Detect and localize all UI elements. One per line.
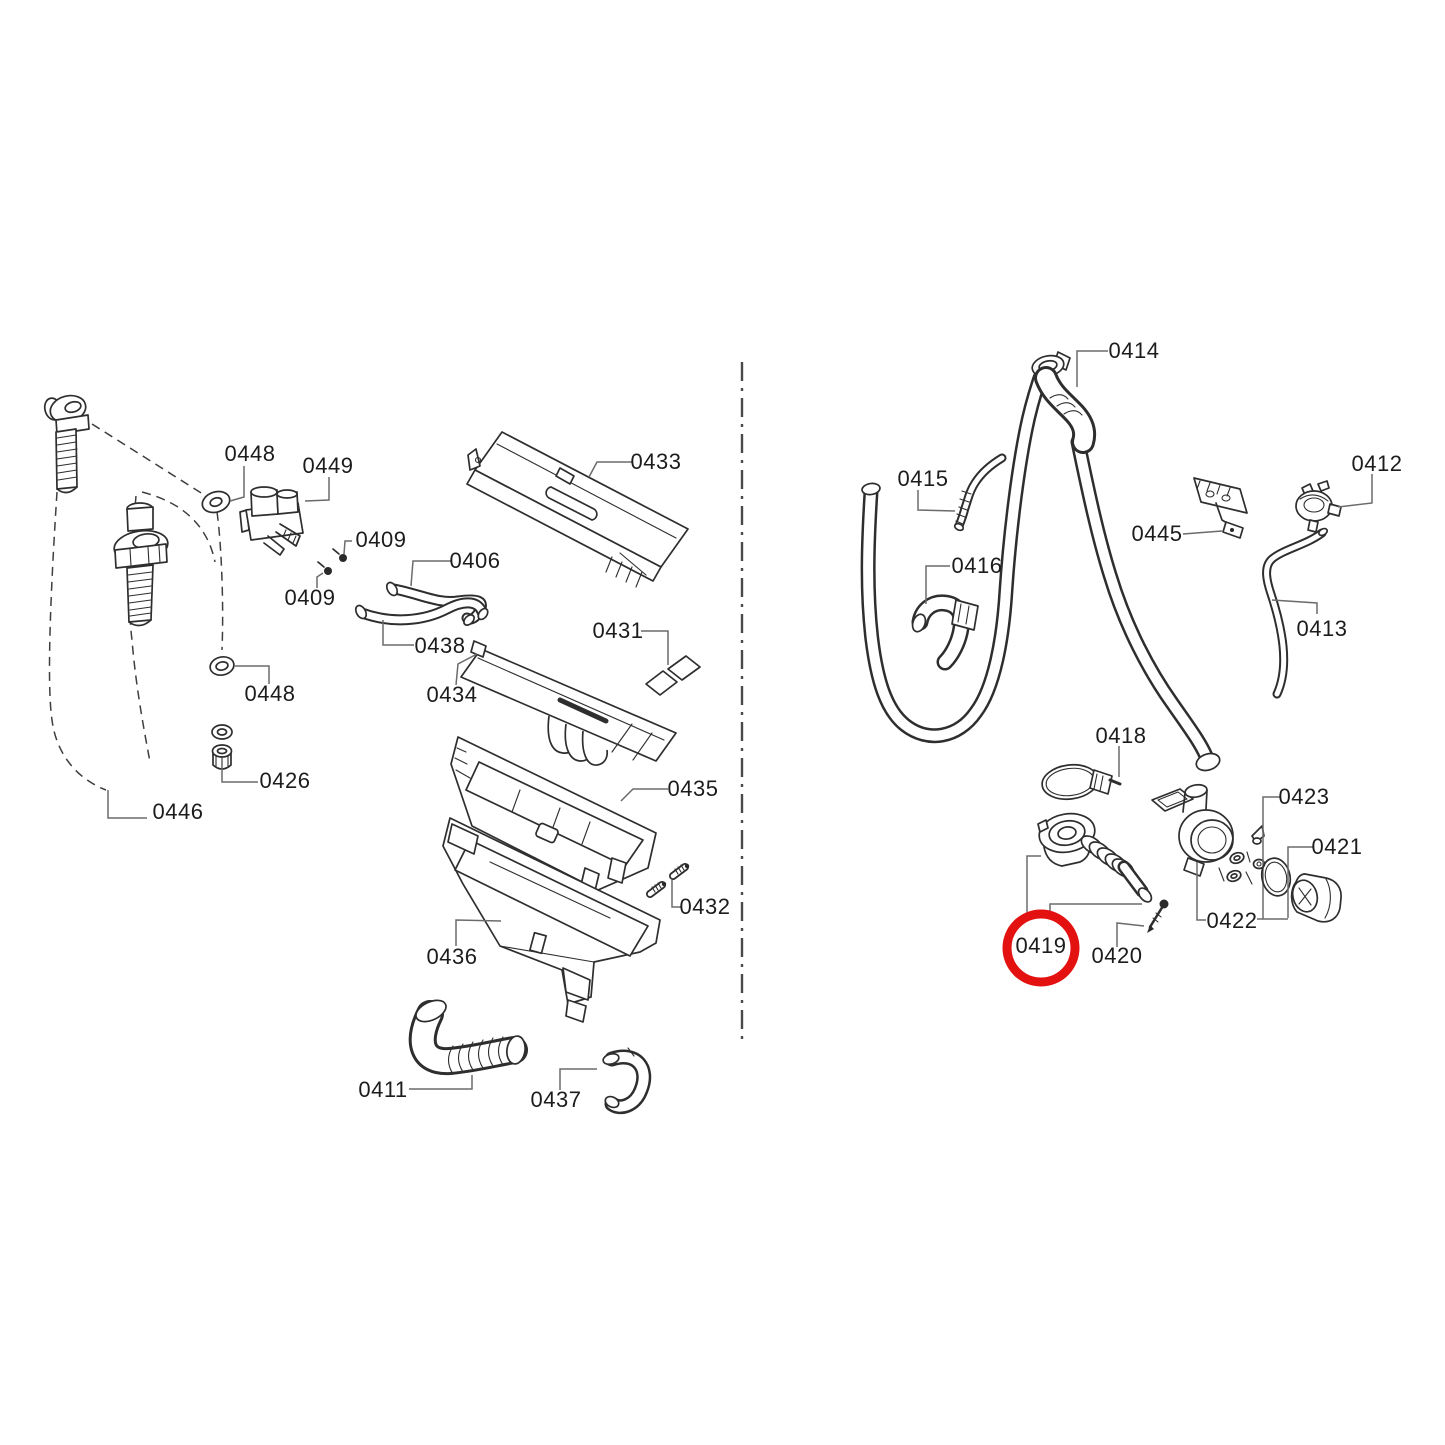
seal-set-0426 bbox=[211, 724, 258, 783]
part-label-0435: 0435 bbox=[668, 776, 719, 801]
hose-neck-fitting bbox=[1031, 351, 1097, 454]
highlight-circle bbox=[1002, 909, 1080, 987]
pressure-switch-0412 bbox=[1295, 474, 1373, 533]
drain-pump-panel bbox=[860, 350, 1373, 987]
part-label-0415: 0415 bbox=[898, 466, 949, 491]
part-label-0406: 0406 bbox=[450, 548, 501, 573]
part-labels: 0448 0449 0409 0409 0406 0433 0438 0431 … bbox=[153, 338, 1403, 1112]
solenoid-valve-0449 bbox=[239, 477, 330, 556]
part-label-0434: 0434 bbox=[427, 682, 478, 707]
part-label-0416: 0416 bbox=[952, 553, 1003, 578]
screw-0420 bbox=[1116, 899, 1169, 947]
inlet-valve bbox=[113, 502, 169, 627]
bracket-0445 bbox=[1182, 477, 1248, 539]
part-label-0419-highlighted: 0419 bbox=[1016, 933, 1067, 958]
part-label-0431: 0431 bbox=[593, 618, 644, 643]
part-label-0409-lower: 0409 bbox=[285, 585, 336, 610]
tube-0415 bbox=[917, 453, 1007, 532]
part-label-0412: 0412 bbox=[1352, 451, 1403, 476]
part-label-0437: 0437 bbox=[531, 1087, 582, 1112]
washer-0448-top bbox=[201, 466, 245, 514]
pump-filter-0421 bbox=[1260, 846, 1342, 923]
inlet-hose-0446 bbox=[43, 394, 224, 819]
part-label-0448-bottom: 0448 bbox=[245, 681, 296, 706]
part-label-0422: 0422 bbox=[1207, 908, 1258, 933]
part-label-0446: 0446 bbox=[153, 799, 204, 824]
screws-0432 bbox=[646, 863, 690, 908]
part-label-0432: 0432 bbox=[680, 894, 731, 919]
hose-0438 bbox=[354, 597, 489, 646]
screws-0409 bbox=[316, 540, 352, 588]
part-label-0420: 0420 bbox=[1092, 943, 1143, 968]
part-label-0448-top: 0448 bbox=[225, 441, 276, 466]
part-label-0418: 0418 bbox=[1096, 723, 1147, 748]
part-label-0409-upper: 0409 bbox=[356, 527, 407, 552]
elbow-hose-0437 bbox=[559, 1047, 652, 1115]
part-label-0414: 0414 bbox=[1109, 338, 1160, 363]
stickers-0431 bbox=[641, 630, 701, 696]
drain-hose-0414 bbox=[860, 350, 1221, 772]
corrugated-hose-0411 bbox=[408, 999, 528, 1090]
part-label-0449: 0449 bbox=[303, 453, 354, 478]
part-label-0438: 0438 bbox=[415, 633, 466, 658]
part-label-0423: 0423 bbox=[1279, 784, 1330, 809]
part-label-0433: 0433 bbox=[631, 449, 682, 474]
dispenser-housing-lower-0436 bbox=[442, 817, 661, 1023]
part-label-0436: 0436 bbox=[427, 944, 478, 969]
part-label-0445: 0445 bbox=[1132, 521, 1183, 546]
part-label-0421: 0421 bbox=[1312, 834, 1363, 859]
overflow-funnel-0419 bbox=[1002, 812, 1153, 987]
elbow-hose-0416 bbox=[911, 565, 979, 671]
tube-0413 bbox=[1262, 527, 1329, 699]
dispenser-tray-0434 bbox=[455, 640, 677, 766]
part-label-0426: 0426 bbox=[260, 768, 311, 793]
part-label-0411: 0411 bbox=[358, 1077, 407, 1102]
dispenser-assembly-panel bbox=[43, 394, 701, 1115]
washer-0448-bottom bbox=[209, 655, 270, 684]
dispenser-cover-0433 bbox=[466, 431, 689, 588]
hose-clamp-0418 bbox=[1041, 746, 1122, 801]
hose-end-fitting bbox=[43, 394, 90, 494]
clips-0423 bbox=[1245, 796, 1280, 919]
drain-pump-0422 bbox=[1151, 783, 1288, 921]
part-label-0413: 0413 bbox=[1297, 616, 1348, 641]
